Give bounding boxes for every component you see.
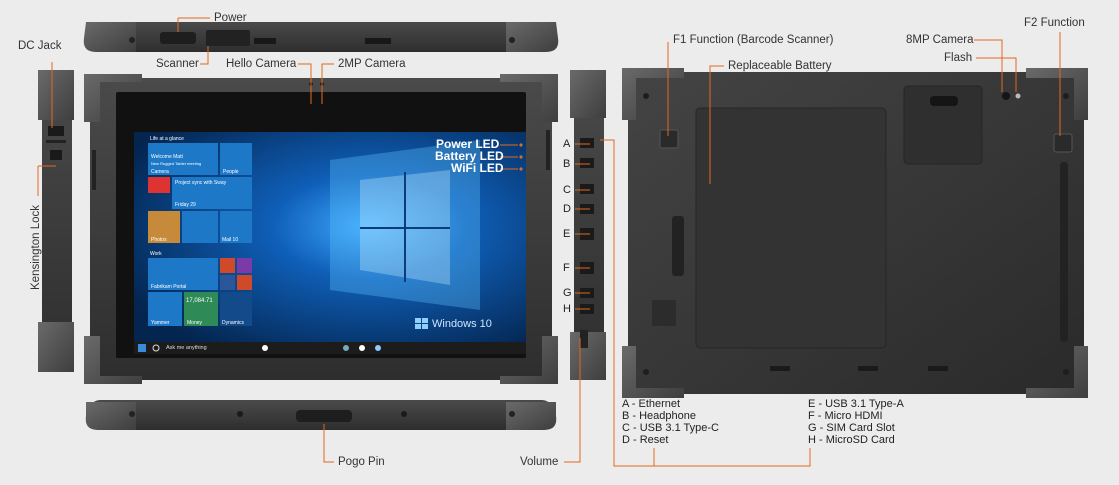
screen-people: People — [223, 169, 239, 175]
label-power-led: Power LED — [436, 137, 500, 151]
label-wifi-led: WiFi LED — [451, 161, 504, 175]
screen-welcome: Welcome Matt — [151, 154, 183, 160]
port-label-g: G — [563, 287, 572, 299]
label-flash: Flash — [944, 52, 973, 64]
port-label-a: A — [563, 138, 571, 150]
label-hello-camera: Hello Camera — [226, 58, 297, 70]
screen-money-value: 17,084.71 — [186, 298, 213, 304]
screen-project: Project sync with Sway — [175, 180, 227, 186]
left-edge-view — [38, 70, 74, 372]
label-dc-jack: DC Jack — [18, 40, 62, 52]
port-label-e: E — [563, 228, 571, 240]
legend-b: B - Headphone — [622, 410, 696, 422]
screen-mail: Mail 10 — [222, 237, 239, 243]
top-edge-view — [83, 22, 559, 52]
port-label-f: F — [563, 262, 570, 274]
label-f1-function: F1 Function (Barcode Scanner) — [673, 34, 834, 46]
label-2mp-camera: 2MP Camera — [338, 58, 406, 70]
screen-dynamics: Dynamics — [222, 320, 244, 326]
label-scanner: Scanner — [156, 58, 199, 70]
legend-e: E - USB 3.1 Type-A — [808, 398, 904, 410]
callout-lines — [37, 17, 1061, 467]
screen-friday: Friday 29 — [175, 202, 196, 208]
port-label-d: D — [563, 203, 571, 215]
screen-photos: Photos — [151, 237, 167, 243]
screen-welcome-sub: New Rugged Tablet meeting — [151, 161, 202, 166]
label-battery-led: Battery LED — [435, 149, 504, 163]
screen-section-top: Life at a glance — [150, 136, 184, 142]
screen-work: Work — [150, 251, 162, 257]
front-view — [84, 74, 558, 384]
right-edge-view — [570, 70, 606, 380]
screen-yammer: Yammer — [151, 320, 170, 326]
legend-h: H - MicroSD Card — [808, 434, 895, 446]
label-volume: Volume — [520, 456, 559, 468]
port-label-h: H — [563, 303, 571, 315]
screen-search-input: Ask me anything — [166, 345, 207, 351]
legend-d: D - Reset — [622, 434, 669, 446]
port-label-b: B — [563, 158, 571, 170]
label-kensington-lock: Kensington Lock — [30, 204, 42, 290]
label-power: Power — [214, 12, 247, 24]
label-8mp-camera: 8MP Camera — [906, 34, 974, 46]
back-view — [622, 68, 1088, 398]
screen-fabrikam: Fabrikam Portal — [151, 284, 187, 290]
port-label-c: C — [563, 184, 571, 196]
label-pogo-pin: Pogo Pin — [338, 456, 385, 468]
legend-g: G - SIM Card Slot — [808, 422, 895, 434]
label-replaceable-battery: Replaceable Battery — [728, 60, 832, 72]
legend-a: A - Ethernet — [622, 398, 681, 410]
screen-windows-logo: Windows 10 — [432, 318, 492, 330]
screen-calendar: Camera — [151, 169, 169, 175]
bottom-edge-view — [85, 400, 557, 430]
label-f2-function: F2 Function — [1024, 17, 1085, 29]
legend-f: F - Micro HDMI — [808, 410, 883, 422]
legend-c: C - USB 3.1 Type-C — [622, 422, 719, 434]
screen-money: Money — [187, 320, 203, 326]
